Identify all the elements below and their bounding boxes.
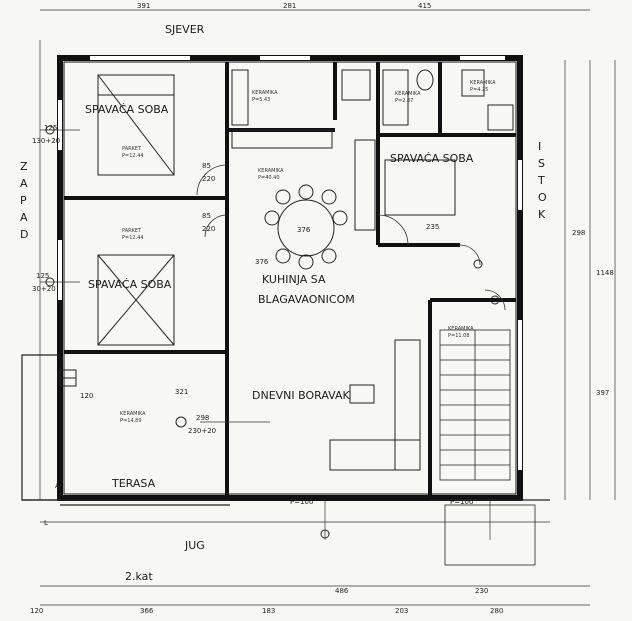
section-marker-l: L: [44, 519, 48, 527]
dim-bedroom-3-door: 235: [426, 223, 439, 231]
dim-terrace-width: 321: [175, 388, 188, 396]
finish-kitchen: KERAMIKA: [258, 168, 284, 174]
dim-south-sill: P=100: [290, 498, 313, 506]
dim-table: 376: [297, 226, 311, 234]
dim-right-2: 397: [596, 389, 609, 397]
door-swings: [196, 164, 506, 311]
room-label-kitchen-2: BLAGAVAONICOM: [258, 293, 355, 306]
dim-bottom-3: 120: [30, 607, 43, 615]
finish-hall: KERAMIKA: [448, 326, 474, 332]
label-east-5: K: [538, 208, 546, 221]
dining-table: [264, 184, 348, 270]
room-label-terrace: TERASA: [111, 477, 156, 490]
finish-hall-area: P=11.08: [448, 333, 470, 339]
balcony-outline: [21, 354, 550, 506]
dim-door-2: 85: [202, 212, 211, 220]
label-west-3: P: [20, 194, 27, 207]
orientation-labels: SJEVER JUG Z A P A D I S T O K 2.kat A L: [20, 23, 547, 583]
finish-bathroom-area: P=2.87: [395, 98, 413, 104]
label-east-4: O: [538, 191, 547, 204]
room-label-kitchen-1: KUHINJA SA: [262, 273, 326, 286]
dim-right-1: 1148: [596, 269, 614, 277]
label-west-5: D: [20, 228, 28, 241]
dim-top-1: 391: [137, 2, 150, 10]
finish-bathroom: KERAMIKA: [395, 91, 421, 97]
dim-kitchen-width: 376: [255, 258, 269, 266]
finish-bedroom-1-area: P=12.44: [122, 153, 144, 159]
dim-door-1: 85: [202, 162, 211, 170]
floor-finish-notes: PARKET P=12.44 PARKET P=12.44 KERAMIKA P…: [120, 80, 496, 424]
finish-bedroom-2: PARKET: [122, 228, 142, 234]
dim-window-west-2: 125: [36, 272, 49, 280]
label-west-4: A: [20, 211, 28, 224]
dim-bottom-1: 486: [335, 587, 349, 595]
dim-window-terrace-h: 230+20: [188, 427, 216, 435]
dimension-texts: 391 281 415 125 130+20 125 30+20 85 220 …: [30, 2, 614, 615]
room-label-bedroom-3: SPAVAĆA SOBA: [390, 152, 474, 165]
room-labels: SPAVAĆA SOBA SPAVAĆA SOBA SPAVAĆA SOBA K…: [85, 103, 474, 490]
label-west-1: Z: [20, 160, 28, 173]
finish-bedroom-2-area: P=12.44: [122, 235, 144, 241]
finish-kitchen-area: P=40.40: [258, 175, 280, 181]
finish-wc-area: P=4.25: [470, 87, 488, 93]
finish-terrace: KERAMIKA: [120, 411, 146, 417]
dim-bottom-7: 280: [490, 607, 503, 615]
dim-bottom-2: 230: [475, 587, 488, 595]
label-west-2: A: [20, 177, 28, 190]
dim-window-terrace: 298: [196, 414, 209, 422]
section-marker-a: A: [55, 482, 60, 490]
dim-top-2: 281: [283, 2, 296, 10]
dim-door-1-h: 220: [202, 175, 215, 183]
dim-window-west-2-h: 30+20: [32, 285, 56, 293]
dim-left-terrace: 120: [80, 392, 93, 400]
finish-pantry: KERAMIKA: [252, 90, 278, 96]
label-east-1: I: [538, 140, 541, 153]
finish-wc: KERAMIKA: [470, 80, 496, 86]
finish-terrace-area: P=14.89: [120, 418, 142, 424]
dim-window-west-1: 125: [44, 124, 57, 132]
label-south: JUG: [184, 539, 205, 552]
sofa: [329, 339, 421, 471]
room-label-living-room: DNEVNI BORAVAK: [252, 389, 351, 402]
room-label-bedroom-1: SPAVAĆA SOBA: [85, 103, 169, 116]
finish-pantry-area: P=5.43: [252, 97, 270, 103]
dim-window-west-1-h: 130+20: [32, 137, 60, 145]
kitchen-counter: [231, 69, 376, 231]
dim-right-3: 298: [572, 229, 585, 237]
label-east-2: S: [538, 157, 545, 170]
compass-marker: [59, 369, 77, 387]
staircase: [439, 329, 536, 566]
label-east-3: T: [537, 174, 545, 187]
bathroom-fixtures: [341, 69, 514, 131]
beds: [97, 74, 456, 346]
dim-bottom-5: 183: [262, 607, 275, 615]
light-symbols: [45, 125, 500, 539]
dim-bottom-4: 366: [140, 607, 154, 615]
dimension-lines: [39, 9, 616, 606]
label-north: SJEVER: [165, 23, 205, 36]
room-label-bedroom-2: SPAVAĆA SOBA: [88, 278, 172, 291]
dim-bottom-6: 203: [395, 607, 408, 615]
dim-top-3: 415: [418, 2, 431, 10]
dim-door-2-h: 220: [202, 225, 215, 233]
dim-south-sill-2: P=100: [450, 498, 473, 506]
finish-bedroom-1: PARKET: [122, 146, 142, 152]
windows: [58, 56, 522, 470]
floor-level-label: 2.kat: [125, 570, 153, 583]
